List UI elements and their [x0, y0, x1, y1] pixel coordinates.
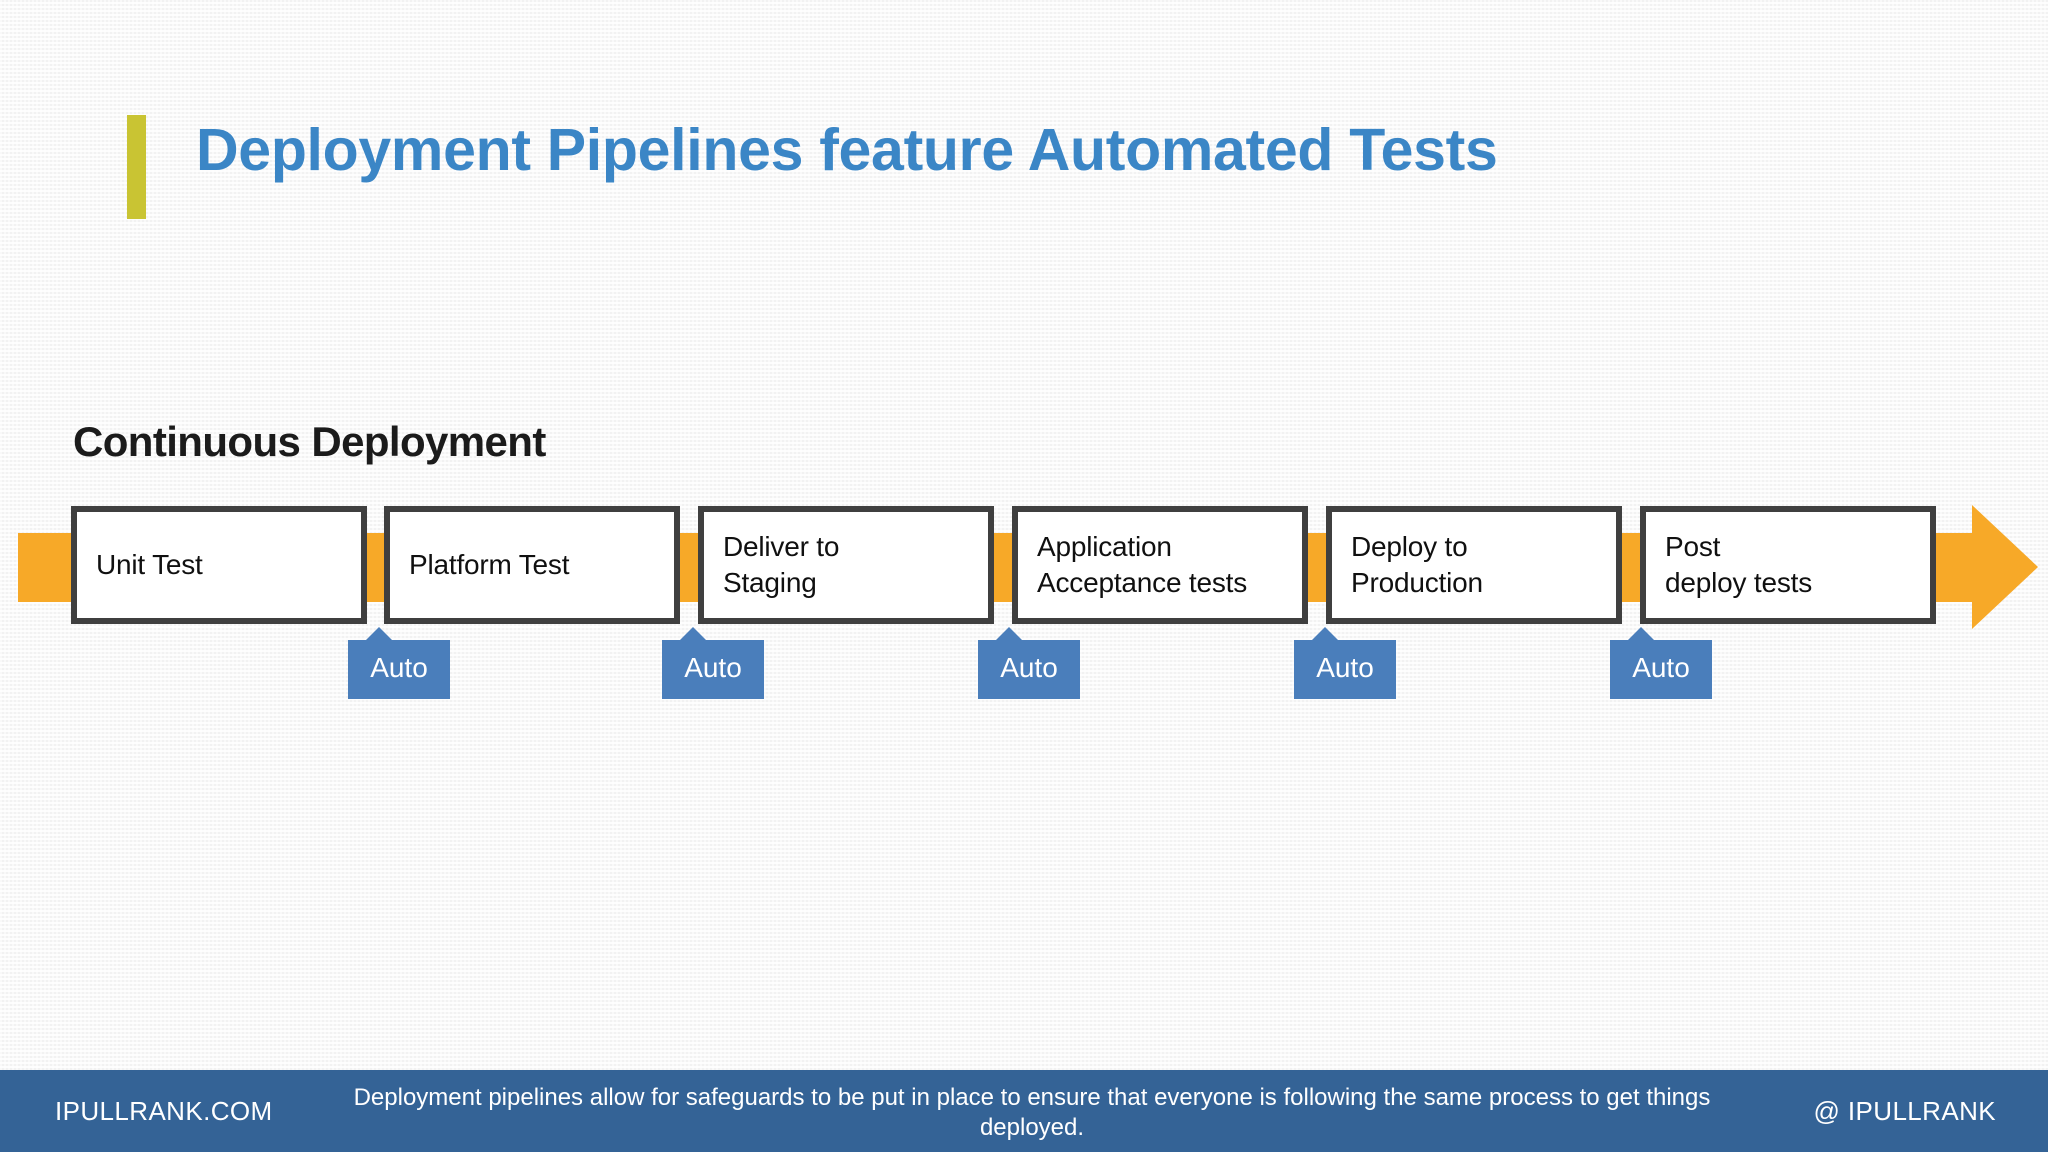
stage-label-line2: Staging: [723, 567, 817, 598]
auto-gate-badge-5[interactable]: Auto: [1610, 627, 1712, 699]
footer-social-handle: @ IPULLRANK: [1813, 1096, 1996, 1126]
stage-label: Platform Test: [390, 547, 569, 583]
page-title: Deployment Pipelines feature Automated T…: [196, 117, 1498, 183]
stage-box-deploy-to-production[interactable]: Deploy to Production: [1326, 506, 1622, 624]
stage-label-line1: Platform Test: [409, 548, 570, 580]
auto-gate-badge-3[interactable]: Auto: [978, 627, 1080, 699]
footer-brand: IPULLRANK.COM: [55, 1096, 273, 1126]
badge-pointer-icon: [1628, 627, 1654, 640]
stage-label: Unit Test: [77, 547, 203, 583]
stage-label-line1: Unit Test: [96, 548, 203, 580]
stage-box-application-acceptance-tests[interactable]: Application Acceptance tests: [1012, 506, 1308, 624]
stage-label-line1: Application: [1037, 530, 1172, 562]
auto-gate-label: Auto: [370, 652, 428, 683]
auto-gate-badge-4[interactable]: Auto: [1294, 627, 1396, 699]
stage-label: Deploy to Production: [1332, 529, 1483, 602]
stage-box-deliver-to-staging[interactable]: Deliver to Staging: [698, 506, 994, 624]
auto-gate-label: Auto: [684, 652, 742, 683]
auto-gate-label: Auto: [1316, 652, 1374, 683]
stage-label-line1: Deploy to: [1351, 530, 1468, 562]
stage-label: Deliver to Staging: [704, 529, 839, 602]
badge-pointer-icon: [366, 627, 392, 640]
stage-box-post-deploy-tests[interactable]: Post deploy tests: [1640, 506, 1936, 624]
stage-label-line1: Deliver to: [723, 530, 840, 562]
badge-pointer-icon: [680, 627, 706, 640]
badge-pointer-icon: [996, 627, 1022, 640]
stage-box-unit-test[interactable]: Unit Test: [71, 506, 367, 624]
stage-label-line2: deploy tests: [1665, 567, 1813, 598]
pipeline-arrow-head-icon: [1972, 505, 2038, 629]
footer-caption: Deployment pipelines allow for safeguard…: [353, 1084, 1711, 1141]
footer-bar: IPULLRANK.COM Deployment pipelines allow…: [0, 1070, 2048, 1152]
auto-gate-label: Auto: [1632, 652, 1690, 683]
auto-gate-label: Auto: [1000, 652, 1058, 683]
diagram-heading: Continuous Deployment: [73, 418, 546, 465]
stage-label-line2: Acceptance tests: [1037, 567, 1248, 598]
stage-box-platform-test[interactable]: Platform Test: [384, 506, 680, 624]
stage-label-line2: Production: [1351, 567, 1483, 598]
badge-pointer-icon: [1312, 627, 1338, 640]
title-accent-bar: [127, 115, 146, 219]
stage-label: Application Acceptance tests: [1018, 529, 1247, 602]
stage-label: Post deploy tests: [1646, 529, 1812, 602]
auto-gate-badge-2[interactable]: Auto: [662, 627, 764, 699]
auto-gate-badge-1[interactable]: Auto: [348, 627, 450, 699]
stage-label-line1: Post: [1665, 530, 1721, 562]
